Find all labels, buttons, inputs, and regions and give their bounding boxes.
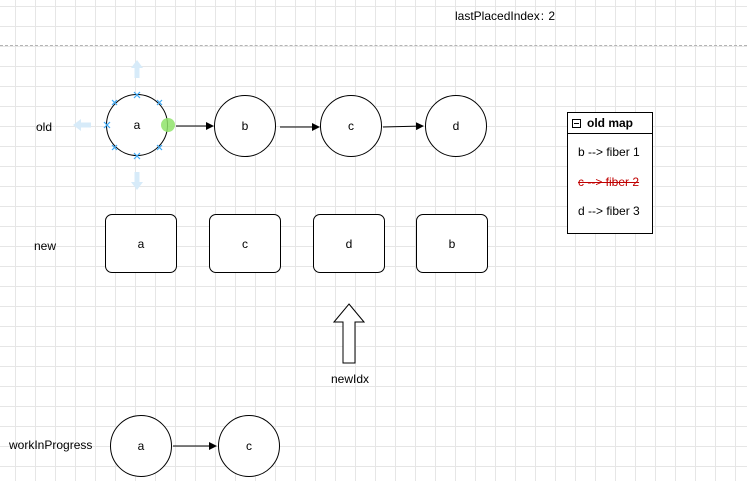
new-node-c[interactable]: c bbox=[209, 214, 281, 273]
wip-node-a[interactable]: a bbox=[110, 415, 172, 477]
old-node-a[interactable]: a bbox=[106, 94, 168, 156]
old-node-b[interactable]: b bbox=[214, 95, 276, 157]
wip-node-c-label: c bbox=[246, 439, 252, 453]
last-placed-index-separator: : bbox=[540, 9, 545, 23]
new-node-a[interactable]: a bbox=[105, 214, 177, 273]
old-map-header[interactable]: old map bbox=[568, 113, 652, 134]
old-node-c[interactable]: c bbox=[320, 95, 382, 157]
new-node-d[interactable]: d bbox=[313, 214, 385, 273]
separator-dashed-line bbox=[0, 45, 747, 46]
old-map-entry-c: c --> fiber 2 bbox=[578, 175, 640, 189]
collapse-icon[interactable] bbox=[572, 118, 581, 128]
wip-node-a-label: a bbox=[137, 439, 145, 453]
row-label-work-in-progress: workInProgress bbox=[9, 438, 93, 452]
new-idx-up-arrow-icon[interactable] bbox=[333, 303, 365, 365]
old-map-title: old map bbox=[587, 116, 634, 130]
wip-node-c[interactable]: c bbox=[218, 415, 280, 477]
old-node-d-label: d bbox=[452, 119, 460, 133]
hover-arrow-up-icon bbox=[131, 60, 143, 78]
old-map-container[interactable]: old map b --> fiber 1 c --> fiber 2 d --… bbox=[567, 112, 653, 234]
last-placed-index-label: lastPlacedIndex: 2 bbox=[455, 9, 555, 23]
old-node-d[interactable]: d bbox=[425, 95, 487, 157]
hover-arrow-left-icon bbox=[73, 119, 91, 131]
new-node-c-label: c bbox=[242, 236, 248, 251]
old-node-a-label: a bbox=[133, 118, 141, 132]
last-placed-index-key: lastPlacedIndex bbox=[455, 9, 540, 23]
row-label-new: new bbox=[34, 239, 57, 253]
hover-arrow-down-icon bbox=[131, 172, 143, 190]
new-node-b[interactable]: b bbox=[416, 214, 488, 273]
new-node-b-label: b bbox=[448, 236, 456, 251]
last-placed-index-value: 2 bbox=[548, 9, 556, 23]
new-idx-label: newIdx bbox=[331, 372, 370, 386]
edge-old-c-d[interactable] bbox=[382, 122, 424, 131]
old-map-entry-d: d --> fiber 3 bbox=[578, 204, 640, 218]
old-map-entry-b: b --> fiber 1 bbox=[578, 145, 640, 159]
new-node-d-label: d bbox=[345, 236, 353, 251]
row-label-old: old bbox=[36, 120, 53, 134]
old-node-b-label: b bbox=[241, 119, 249, 133]
new-node-a-label: a bbox=[137, 236, 145, 251]
old-node-c-label: c bbox=[348, 119, 354, 133]
